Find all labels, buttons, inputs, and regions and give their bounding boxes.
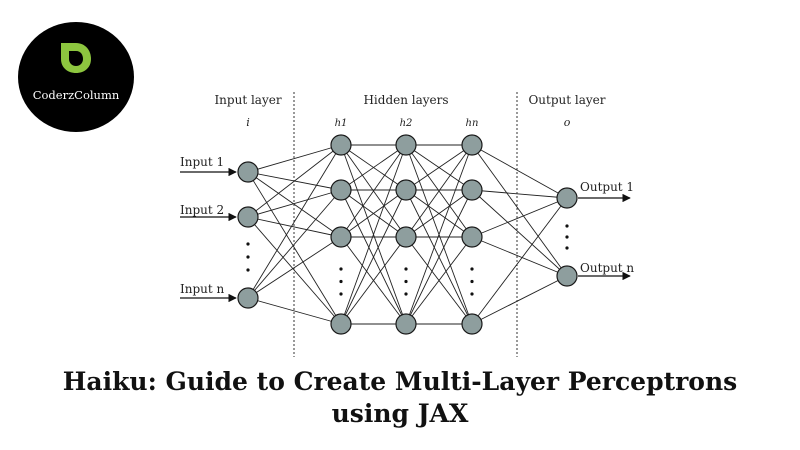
brand-logo: CoderzColumn <box>18 22 134 132</box>
neuron-node <box>395 226 417 248</box>
leaf-icon <box>61 43 91 73</box>
header-input-layer: Input layer <box>214 93 281 107</box>
connection-edge <box>340 236 407 325</box>
ellipsis-dot <box>565 246 569 250</box>
neuron-node <box>556 187 578 209</box>
header-output-layer: Output layer <box>528 93 605 107</box>
ellipsis-dot <box>470 267 474 271</box>
ellipsis-dot <box>246 242 250 246</box>
neuron-node <box>330 134 352 156</box>
neuron-node <box>395 134 417 156</box>
connection-edge <box>340 144 407 238</box>
neuron-node <box>461 134 483 156</box>
connection-edge <box>405 189 473 238</box>
neuron-node <box>461 226 483 248</box>
connection-edge <box>247 236 342 299</box>
connection-edge <box>471 197 568 238</box>
brand-name: CoderzColumn <box>32 88 120 102</box>
output-label-1: Output 1 <box>580 180 634 194</box>
ellipsis-dot <box>565 235 569 239</box>
connection-edge <box>471 144 568 199</box>
connection-edge <box>247 144 342 173</box>
neuron-node <box>237 206 259 228</box>
neuron-node <box>330 179 352 201</box>
neuron-node <box>395 179 417 201</box>
connection-edge <box>340 189 407 238</box>
neuron-node <box>330 313 352 335</box>
connection-edge <box>405 144 473 238</box>
connection-edge <box>471 197 568 325</box>
ellipsis-dot <box>404 292 408 296</box>
output-label-n: Output n <box>580 261 634 275</box>
ellipsis-dot <box>404 279 408 284</box>
connection-edge <box>471 236 568 277</box>
connection-edge <box>247 216 342 238</box>
ellipsis-dot <box>470 279 474 284</box>
ellipsis-dot <box>339 279 343 284</box>
connection-edge <box>340 144 407 325</box>
neurons <box>237 134 578 335</box>
connection-edge <box>471 144 568 277</box>
symbol-hidden-2: h2 <box>400 118 413 129</box>
symbol-hidden-1: h1 <box>335 118 348 129</box>
neuron-node <box>330 226 352 248</box>
ellipsis-dot <box>404 267 408 271</box>
layer-dividers <box>293 92 518 357</box>
io-arrows <box>180 167 631 303</box>
ellipsis-dot <box>565 224 569 228</box>
input-label-1: Input 1 <box>180 155 224 169</box>
symbol-input: i <box>246 116 250 129</box>
ellipsis-dots <box>246 224 569 296</box>
title-line-2: using JAX <box>331 399 469 428</box>
neuron-node <box>461 179 483 201</box>
symbol-hidden-n: hn <box>466 118 479 129</box>
neuron-node <box>237 161 259 183</box>
neuron-node <box>556 265 578 287</box>
connection-edge <box>471 189 568 199</box>
connection-edge <box>247 216 342 325</box>
title-line-1: Haiku: Guide to Create Multi-Layer Perce… <box>62 367 738 396</box>
header-hidden-layers: Hidden layers <box>363 93 448 107</box>
connection-edge <box>247 189 342 218</box>
page-title: Haiku: Guide to Create Multi-Layer Perce… <box>0 366 800 430</box>
neuron-node <box>237 287 259 309</box>
symbol-output: o <box>564 116 571 129</box>
connection-edge <box>340 144 407 191</box>
connection-edge <box>405 189 473 325</box>
connection-edge <box>471 275 568 325</box>
input-label-2: Input 2 <box>180 203 224 217</box>
neural-network-diagram: Input layer Hidden layers Output layer i… <box>180 92 634 357</box>
connection-edge <box>405 144 473 325</box>
neuron-node <box>395 313 417 335</box>
ellipsis-dot <box>246 268 250 272</box>
connection-edge <box>405 144 473 191</box>
connection-edge <box>405 236 473 325</box>
neuron-node <box>461 313 483 335</box>
labels: Input layer Hidden layers Output layer i… <box>180 93 634 296</box>
input-label-n: Input n <box>180 282 225 296</box>
ellipsis-dot <box>339 292 343 296</box>
connection-edge <box>247 297 342 325</box>
ellipsis-dot <box>246 255 250 259</box>
ellipsis-dot <box>339 267 343 271</box>
connection-edge <box>340 189 407 325</box>
connection-edge <box>471 189 568 277</box>
ellipsis-dot <box>470 292 474 296</box>
